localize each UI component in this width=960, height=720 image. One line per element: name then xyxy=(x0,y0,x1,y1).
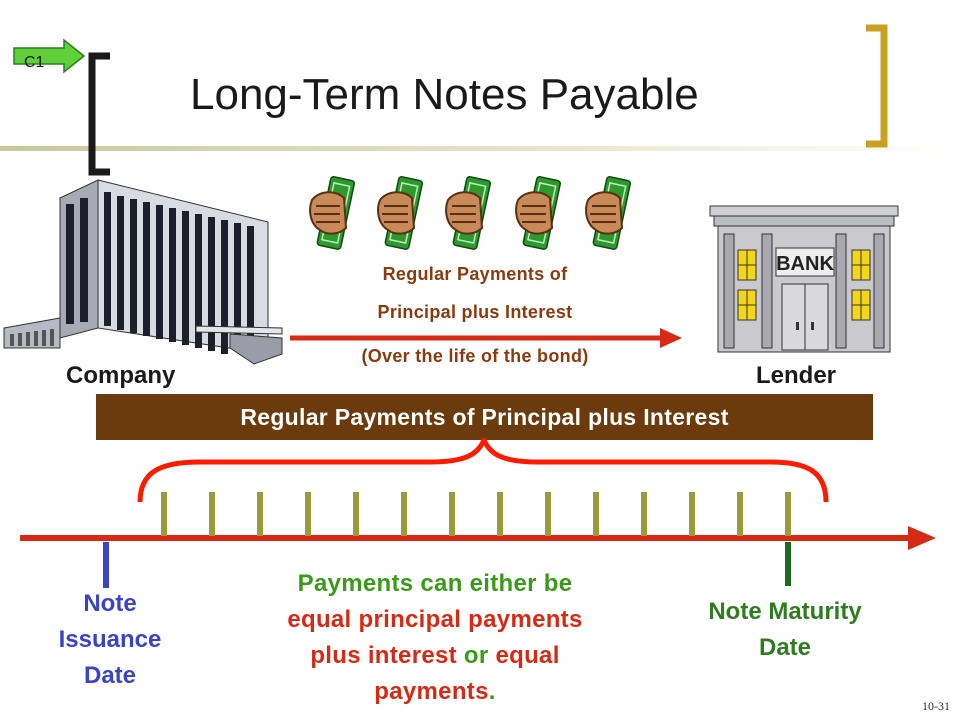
left-bracket-icon xyxy=(88,52,110,176)
explanation-or: or xyxy=(456,642,496,669)
explanation-line4: payments. xyxy=(230,674,640,710)
header-rule xyxy=(0,146,960,151)
company-building-icon xyxy=(3,179,283,365)
payments-caption-line3: (Over the life of the bond) xyxy=(361,346,589,366)
bank-building-icon: BANK xyxy=(709,205,899,353)
right-bracket-icon xyxy=(866,24,888,148)
c1-arrow-badge[interactable] xyxy=(12,38,86,74)
payments-caption-line2: Principal plus Interest xyxy=(377,302,573,322)
payments-caption-line1: Regular Payments of xyxy=(382,264,568,284)
money-payments-icon: $ xyxy=(309,175,632,251)
explanation-period: . xyxy=(488,678,496,705)
explanation-line1: Payments can either be xyxy=(297,570,573,597)
page-title: Long-Term Notes Payable xyxy=(190,70,699,119)
explanation-equal: equal xyxy=(495,642,560,669)
slide-number: 10-31 xyxy=(922,699,950,713)
explanation-plus-interest: plus interest xyxy=(310,642,457,669)
issuance-line1: Note xyxy=(83,590,137,617)
payment-flow-arrow-icon xyxy=(290,328,682,348)
bank-sign: BANK xyxy=(776,253,834,275)
payment-timeline xyxy=(20,438,936,588)
note-issuance-date-label: Note Issuance Date xyxy=(30,586,190,694)
explanation-line3: plus interest or equal xyxy=(230,638,640,674)
maturity-line2: Date xyxy=(758,634,812,661)
timeline-arrowhead-icon xyxy=(908,526,936,550)
explanation-line2: equal principal payments xyxy=(287,606,583,633)
payments-brace-icon xyxy=(137,438,829,503)
explanation-payments: payments xyxy=(374,678,489,705)
issuance-line2: Issuance xyxy=(58,626,162,653)
payment-options-explanation: Payments can either be equal principal p… xyxy=(230,566,640,710)
company-label: Company xyxy=(66,362,176,389)
maturity-line1: Note Maturity xyxy=(708,598,862,625)
regular-payments-banner: Regular Payments of Principal plus Inter… xyxy=(96,394,873,440)
issuance-line3: Date xyxy=(83,662,137,689)
lender-label: Lender xyxy=(756,362,837,389)
note-maturity-date-label: Note Maturity Date xyxy=(670,594,900,666)
c1-label: C1 xyxy=(24,54,45,71)
